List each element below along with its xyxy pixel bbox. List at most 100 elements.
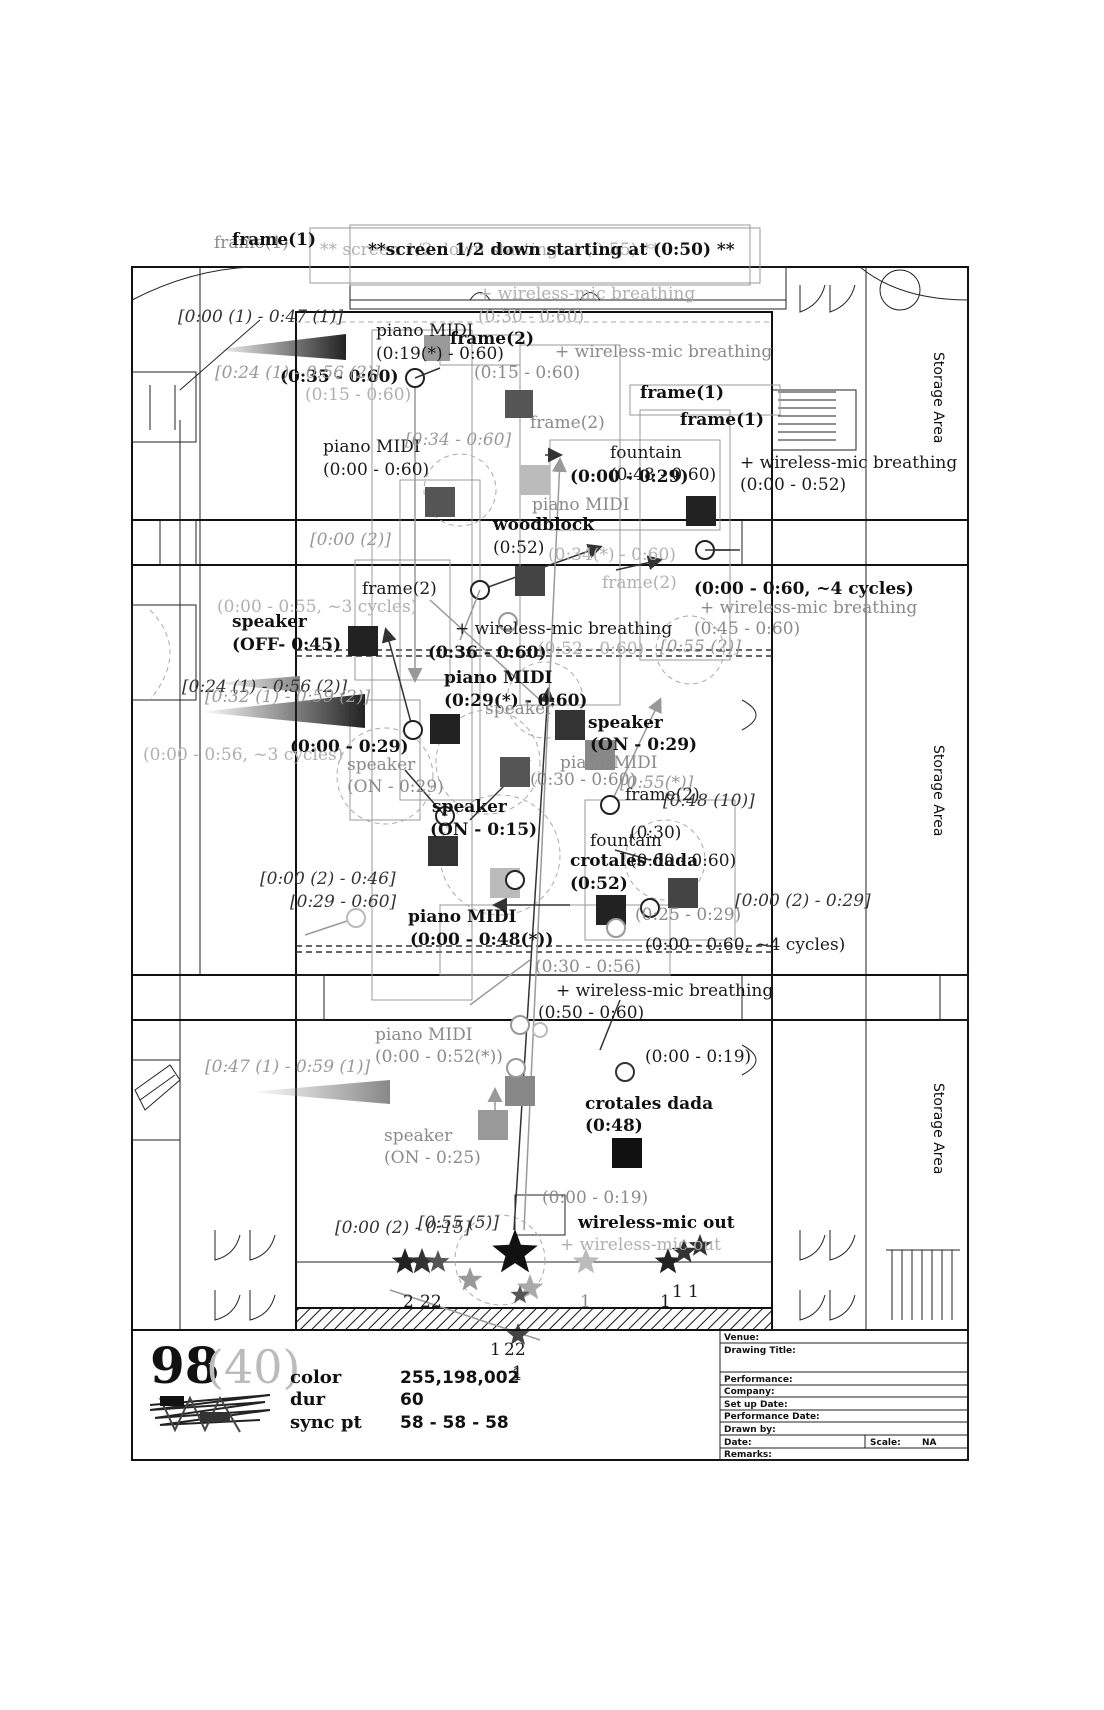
annotation-l50: (ON - 0:29) — [347, 777, 444, 797]
annotation-l43: (0:29(*) - 0:60) — [444, 691, 587, 711]
annotation-l44: speaker — [485, 699, 554, 719]
annotation-l73: piano MIDI — [375, 1025, 473, 1045]
annotation-l71: + wireless-mic breathing — [556, 981, 773, 1001]
annotation-l81: (0:00 - 0:19) — [542, 1188, 648, 1208]
annotation-l87: 22 — [420, 1292, 442, 1312]
annotation-l15: piano MIDI — [323, 437, 421, 457]
annotation-l49: speaker — [347, 755, 416, 775]
annotation-l7: + wireless-mic breathing — [555, 342, 772, 362]
annotation-l2: (0:30 - 0:60) — [478, 307, 584, 327]
annotation-l72: (0:50 - 0:60) — [538, 1003, 644, 1023]
annotation-l25: (0:52) — [493, 538, 544, 558]
annotation-l28: frame(2) — [362, 579, 437, 599]
legend-sync-key: sync pt — [290, 1412, 362, 1433]
annotation-l74: (0:00 - 0:52(*)) — [375, 1047, 503, 1067]
light-beams — [200, 334, 390, 1104]
annotation-l30: speaker — [232, 612, 308, 632]
annotation-l45: speaker — [588, 713, 664, 733]
annotation-l80: (ON - 0:25) — [384, 1148, 481, 1168]
annotation-l92: 1 — [490, 1340, 501, 1360]
tb-venue: Venue: — [724, 1333, 759, 1343]
header-frame-b: frame(1) — [232, 230, 316, 250]
annotation-l20: (0:48 - 0:60) — [610, 465, 716, 485]
annotation-l55: [0:48 (10)] — [663, 791, 755, 811]
tb-date: Date: — [724, 1438, 752, 1448]
annotation-l86: 2 — [403, 1292, 414, 1312]
annotation-l70: (0:30 - 0:56) — [535, 957, 641, 977]
annotation-l85: + wireless-mic out — [560, 1235, 721, 1255]
annotation-l13: frame(2) — [530, 413, 605, 433]
annotation-l77: crotales dada — [585, 1094, 713, 1114]
tb-company: Company: — [724, 1387, 775, 1397]
annotation-l16: (0:00 - 0:60) — [323, 460, 429, 480]
annotation-l79: speaker — [384, 1126, 453, 1146]
annotation-l67: piano MIDI — [408, 907, 516, 927]
star-marker-3 — [492, 1229, 538, 1273]
annotation-l90: 1 — [672, 1282, 683, 1302]
annotation-l64: [0:29 - 0:60] — [290, 892, 397, 912]
tb-scale: Scale: — [870, 1438, 901, 1448]
tb-drawn-by: Drawn by: — [724, 1425, 776, 1435]
star-marker-8 — [654, 1248, 682, 1274]
tb-performance-date: Performance Date: — [724, 1412, 820, 1422]
markers-squares — [348, 335, 716, 1168]
annotation-l5: (0:19(*) - 0:60) — [376, 344, 504, 364]
legend-scribble — [149, 1394, 271, 1433]
annotation-l24: woodblock — [492, 515, 595, 535]
header-banner-ghost: ** screen 1/2 down starting at (0:55) ** — [320, 240, 660, 260]
annotation-l17: [0:34 - 0:60] — [405, 430, 512, 450]
tb-scale-value: NA — [922, 1438, 937, 1448]
star-marker-1 — [408, 1248, 436, 1274]
annotation-l48: (0:00 - 0:56, ~3 cycles) — [143, 745, 343, 765]
header-frame-a: frame(1) — [214, 233, 289, 253]
annotation-l56: speaker — [432, 797, 508, 817]
annotation-l32: + wireless-mic breathing — [455, 619, 672, 639]
annotation-l19: (0:00 - 0:29) — [570, 467, 689, 487]
star-marker-5 — [457, 1267, 483, 1291]
annotation-l36: (0:00 - 0:60, ~4 cycles) — [694, 579, 914, 599]
annotation-l37: + wireless-mic breathing — [700, 598, 917, 618]
annotation-l40: [0:24 (1) - 0:56 (2)] — [182, 677, 348, 697]
annotation-l31: (OFF- 0:45) — [232, 635, 341, 655]
annotation-l1: + wireless-mic breathing — [478, 284, 695, 304]
annotation-l75: (0:00 - 0:19) — [645, 1047, 751, 1067]
storage-area-label-1: Storage Area — [930, 352, 946, 443]
annotation-l68: (0:00 - 0:48(*)) — [410, 930, 553, 950]
annotation-l39: [0:55 (2)] — [660, 637, 741, 657]
annotation-l6: frame(2) — [450, 329, 534, 349]
annotation-l23: piano MIDI — [532, 495, 630, 515]
annotation-l9: (0:15 - 0:60) — [474, 363, 580, 383]
annotation-l83: [0:55 (5)] — [418, 1213, 499, 1233]
annotation-l42: piano MIDI — [444, 668, 552, 688]
tb-performance: Performance: — [724, 1375, 793, 1385]
stars — [391, 1229, 712, 1345]
annotation-l35: frame(2) — [602, 573, 677, 593]
annotation-l93: 22 — [504, 1340, 526, 1360]
legend-sync-val: 58 - 58 - 58 — [400, 1413, 509, 1433]
tb-drawing-title: Drawing Title: — [724, 1346, 796, 1356]
star-marker-11 — [506, 1323, 530, 1345]
annotation-l34: (0:52 - 0:60) — [538, 639, 644, 659]
tb-remarks: Remarks: — [724, 1450, 772, 1460]
annotation-l33: (0:36 - 0:60) — [428, 643, 547, 663]
annotation-l3: [0:00 (1) - 0:47 (1)] — [178, 307, 344, 327]
annotation-l51: piano MIDI — [560, 753, 658, 773]
right-bleachers — [886, 1249, 960, 1320]
annotation-l62: (0:00 - 0:60) — [630, 851, 736, 871]
annotation-l84: wireless-mic out — [577, 1213, 735, 1233]
annotation-l8: (0:35 - 0:60) — [280, 367, 399, 387]
star-marker-0 — [391, 1248, 419, 1274]
annotation-l46: (ON - 0:29) — [590, 735, 697, 755]
annotation-labels: + wireless-mic breathing (0:30 - 0:60) [0:… — [143, 284, 957, 1385]
star-marker-2 — [426, 1250, 450, 1272]
annotation-l91: 1 — [688, 1282, 699, 1302]
legend-color-val: 255,198,002 — [400, 1368, 519, 1388]
annotation-l41: [0:32 (1) - 0:59 (2)] — [205, 687, 371, 707]
legend-extra-mark: 1 — [512, 1363, 523, 1383]
annotation-l52: (0:30 - 0:60) — [530, 770, 636, 790]
annotation-l60: crotales dada — [570, 851, 698, 871]
legend-paren-number: (40) — [206, 1340, 300, 1394]
star-marker-9 — [671, 1239, 697, 1263]
